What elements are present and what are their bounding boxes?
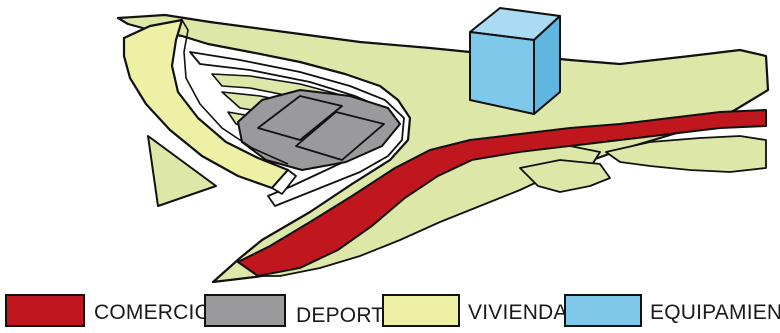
- legend-item-equipamiento: EQUIPAMIENTO: [564, 294, 780, 327]
- deporte-court-1: [257, 95, 343, 141]
- legend-item-deporte: DEPORTE: [204, 294, 399, 327]
- landscape-right-tongue: [605, 135, 767, 173]
- vivienda-arc-inner-edge: [181, 19, 289, 165]
- legend-label-equipamiento: EQUIPAMIENTO: [650, 301, 780, 324]
- legend-swatch-equipamiento: [564, 294, 642, 327]
- legend: COMERCIO DEPORTE VIVIENDA EQUIPAMIENTO: [5, 294, 780, 327]
- equipamiento-box-side: [533, 15, 561, 115]
- legend-label-comercio: COMERCIO: [94, 301, 211, 324]
- legend-swatch-deporte: [204, 294, 286, 327]
- legend-label-vivienda: VIVIENDA: [468, 301, 568, 324]
- legend-swatch-comercio: [5, 294, 85, 327]
- landscape-island: [519, 159, 611, 193]
- legend-item-comercio: COMERCIO: [5, 294, 211, 327]
- legend-item-vivienda: VIVIENDA: [382, 294, 568, 327]
- vivienda-arc: [122, 18, 290, 190]
- landscape-lower-ribbon: [257, 145, 601, 277]
- legend-swatch-vivienda: [382, 294, 460, 327]
- legend-label-deporte: DEPORTE: [296, 304, 399, 327]
- deporte-court-2: [295, 111, 385, 161]
- equipamiento-box-front: [469, 31, 535, 115]
- landscape-triangle: [147, 135, 217, 207]
- white-band: [189, 51, 405, 207]
- vivienda-arc-side: [271, 169, 297, 195]
